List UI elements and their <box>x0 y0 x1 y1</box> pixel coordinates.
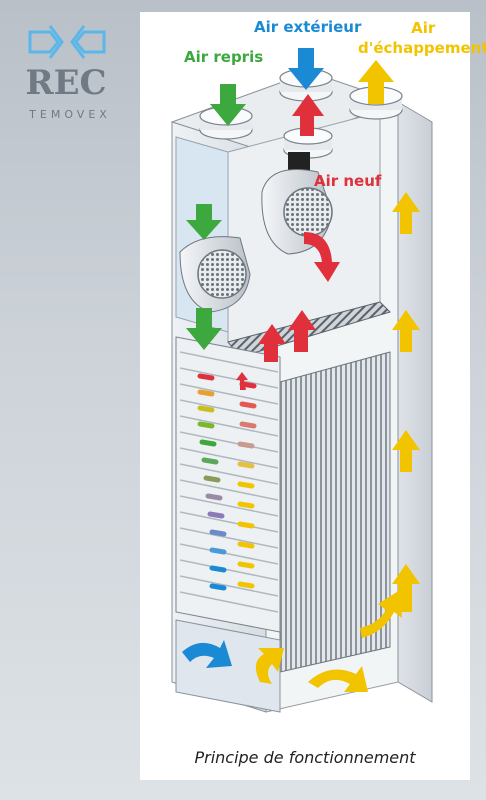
ventilation-unit-diagram <box>170 48 433 713</box>
diagram-caption: Principe de fonctionnement <box>194 748 416 767</box>
extract-air-arrows <box>186 84 246 350</box>
brand-subname: TEMOVEX <box>28 108 111 121</box>
extract-fan <box>179 236 251 313</box>
extract-air-label: Air repris <box>184 48 264 66</box>
brand-name: REC <box>25 63 106 103</box>
outdoor-air-label: Air extérieur <box>254 18 362 36</box>
exhaust-air-label: Air d'échappement <box>358 19 486 57</box>
outdoor-air-arrows <box>182 48 324 668</box>
brand-logo: REC TEMOVEX <box>22 12 132 122</box>
front-louvre-panel <box>175 336 281 633</box>
supply-air-arrows <box>236 94 340 390</box>
supply-fan <box>261 152 333 255</box>
diagram-panel: Air extérieur Air d'échappement Air repr… <box>140 12 486 780</box>
exhaust-air-arrows <box>255 60 420 692</box>
supply-air-label: Air neuf <box>314 172 382 190</box>
rec-logo-icon: REC TEMOVEX <box>25 25 111 121</box>
